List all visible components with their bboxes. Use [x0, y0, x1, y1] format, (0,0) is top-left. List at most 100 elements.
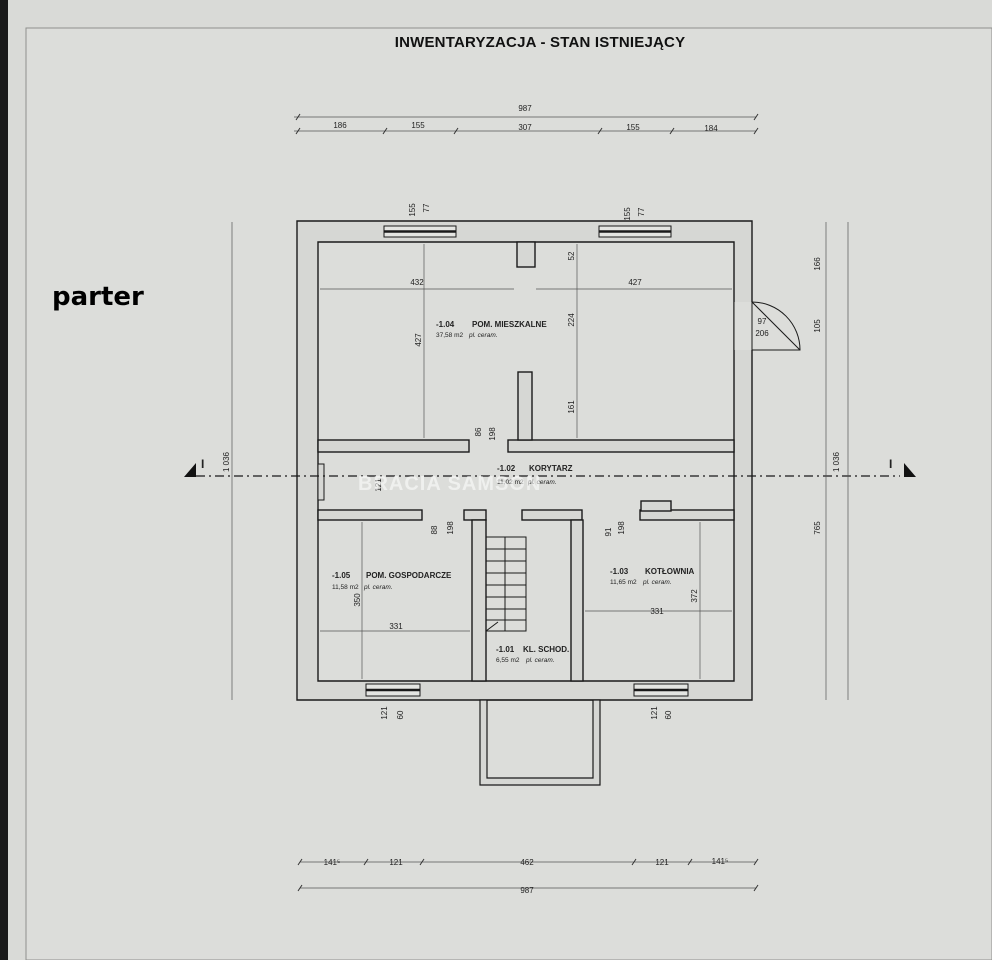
- stair-outline: [486, 536, 527, 632]
- dim-bottom-part: 121: [389, 858, 403, 867]
- dim-bottom-part: 121: [655, 858, 669, 867]
- porch: [479, 699, 601, 786]
- dim-top-part: 184: [704, 124, 718, 133]
- dim-right-part: 105: [813, 319, 822, 333]
- room-name: POM. MIESZKALNE: [472, 320, 547, 329]
- dim-main-inner: 224: [567, 313, 576, 327]
- photo-edge: [0, 0, 8, 960]
- dim-window-top-right: 155: [623, 207, 632, 221]
- room-area: 11,58 m2: [332, 584, 359, 591]
- section-mark-right: I: [889, 457, 892, 471]
- dim-window-bottom-left: 60: [396, 710, 405, 719]
- room-label-stairs: -1.01 KL. SCHOD. 6,55 m2 pl. ceram.: [496, 645, 569, 664]
- dim-door: 206: [755, 329, 769, 338]
- room-area: 6,55 m2: [496, 657, 520, 664]
- room-floor: pl. ceram.: [642, 579, 672, 586]
- watermark: BRACIA SAMSON: [358, 473, 541, 495]
- dim-bottom-part: 462: [520, 858, 534, 867]
- dim-left-total: 1 036: [222, 451, 231, 472]
- dim-bottom-part: 141⁵: [712, 857, 729, 866]
- dim-storage-width: 331: [389, 622, 403, 631]
- stairs: [485, 536, 527, 632]
- room-area: 11,65 m2: [610, 579, 637, 586]
- dim-main-inner: 161: [567, 400, 576, 414]
- corridor-stub: [317, 463, 325, 501]
- drawing-title: INWENTARYZACJA - STAN ISTNIEJĄCY: [394, 34, 686, 51]
- dim-window-top-right: 77: [637, 207, 646, 216]
- wall-corridor-stair-right: [521, 509, 583, 521]
- dim-boiler-width: 331: [650, 607, 664, 616]
- dim-main-inner: 52: [567, 251, 576, 260]
- wall-corridor-storage: [317, 509, 423, 521]
- outer-wall: [296, 220, 753, 701]
- floor-label: parter: [52, 282, 144, 312]
- door-leaf: [751, 301, 801, 351]
- dim-storage-door: 88: [430, 525, 439, 534]
- dim-corridor-small: 121: [374, 478, 383, 492]
- wall-main-corridor-right: [507, 439, 735, 453]
- dim-bottom-part: 141⁵: [324, 858, 341, 867]
- room-area: 37,58 m2: [436, 332, 463, 339]
- room-label-corridor: -1.02 KORYTARZ 11,02 m2 pl. ceram.: [497, 464, 573, 486]
- room-number: -1.05: [332, 571, 351, 580]
- dim-main-width: 432: [410, 278, 424, 287]
- dim-right-part: 166: [813, 257, 822, 271]
- dim-bottom-total: 987: [520, 886, 534, 895]
- stair-arrow: [485, 621, 499, 632]
- dim-right-total: 1 036: [832, 451, 841, 472]
- dim-window-bottom-right: 60: [664, 710, 673, 719]
- dim-window-top-left: 155: [408, 203, 417, 217]
- dim-ticks: [295, 113, 759, 892]
- section-arrow-left: [184, 463, 196, 477]
- dim-corridor-door: 198: [488, 427, 497, 441]
- paper-border: [25, 27, 992, 960]
- wall-main-corridor-left: [317, 439, 470, 453]
- room-floor: pl. ceram.: [527, 479, 557, 486]
- wall-corridor-boiler: [639, 509, 735, 521]
- dim-top-part: 307: [518, 123, 532, 132]
- dim-top-part: 155: [626, 123, 640, 132]
- dim-boiler-door: 91: [604, 527, 613, 536]
- dimension-lines: [231, 116, 849, 889]
- room-label-boiler: -1.03 KOTŁOWNIA 11,65 m2 pl. ceram.: [610, 567, 695, 586]
- room-floor: pl. ceram.: [525, 657, 555, 664]
- windows: [365, 225, 689, 697]
- section-arrow-right: [904, 463, 916, 477]
- dim-storage-height: 350: [353, 593, 362, 607]
- room-label-storage: -1.05 POM. GOSPODARCZE 11,58 m2 pl. cera…: [332, 571, 452, 591]
- main-room-pier: [517, 371, 533, 441]
- dim-boiler-door: 198: [617, 521, 626, 535]
- room-floor: pl. ceram.: [363, 584, 393, 591]
- dim-boiler-height: 372: [690, 589, 699, 603]
- wall-corridor-stair-left: [463, 509, 487, 521]
- dim-window-top-left: 77: [422, 203, 431, 212]
- dimension-labels: 987 186 155 307 155 184 141⁵ 121 462 121…: [222, 104, 841, 895]
- room-name: KORYTARZ: [529, 464, 573, 473]
- room-area: 11,02 m2: [497, 479, 524, 486]
- room-number: -1.02: [497, 464, 516, 473]
- room-number: -1.03: [610, 567, 629, 576]
- room-name: POM. GOSPODARCZE: [366, 571, 452, 580]
- wall-stair-boiler: [570, 519, 584, 682]
- room-label-living: -1.04 POM. MIESZKALNE 37,58 m2 pl. ceram…: [436, 320, 547, 339]
- wall-storage-stair: [471, 519, 487, 682]
- room-number: -1.01: [496, 645, 515, 654]
- room-name: KL. SCHOD.: [523, 645, 569, 654]
- dim-top-part: 186: [333, 121, 347, 130]
- section-mark-left: I: [201, 457, 204, 471]
- dim-main-height: 427: [414, 333, 423, 347]
- dim-storage-door: 198: [446, 521, 455, 535]
- dim-corridor-door: 86: [474, 427, 483, 436]
- dim-top-total: 987: [518, 104, 532, 113]
- dim-window-bottom-left: 121: [380, 706, 389, 720]
- chimney-boiler: [640, 500, 672, 512]
- dim-door: 97: [758, 317, 767, 326]
- porch-wall: [479, 699, 601, 786]
- walls: [296, 220, 753, 701]
- dim-right-part: 765: [813, 521, 822, 535]
- room-name: KOTŁOWNIA: [645, 567, 695, 576]
- door-right: [733, 301, 801, 351]
- room-number: -1.04: [436, 320, 455, 329]
